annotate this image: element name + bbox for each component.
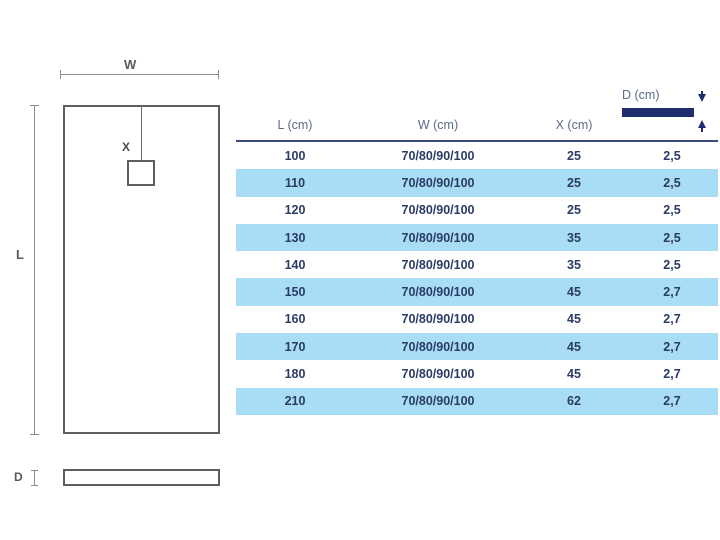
arrow-up-stem <box>701 128 703 132</box>
length-dimension-label: L <box>16 247 25 262</box>
cell-width: 70/80/90/100 <box>354 278 522 306</box>
cell-depth: 2,7 <box>626 360 718 388</box>
cell-depth: 2,5 <box>626 141 718 170</box>
cell-length: 170 <box>236 333 354 361</box>
depth-dimension-label: D <box>14 470 24 484</box>
length-dimension-cap-top <box>30 105 39 106</box>
cell-depth: 2,5 <box>626 196 718 224</box>
depth-bar-graphic <box>622 108 694 117</box>
cell-length: 160 <box>236 305 354 334</box>
cell-depth: 2,5 <box>626 223 718 252</box>
column-header-drain-offset: X (cm) <box>522 114 626 142</box>
width-dimension-line <box>60 74 219 75</box>
width-dimension-cap-right <box>218 70 219 79</box>
drain-offset-leader-line <box>141 106 142 174</box>
depth-dimension-cap-top <box>31 470 38 471</box>
cell-drain-offset: 25 <box>522 196 626 224</box>
cell-length: 180 <box>236 360 354 388</box>
cell-length: 150 <box>236 278 354 306</box>
width-dimension-label: W <box>124 57 137 72</box>
cell-length: 120 <box>236 196 354 224</box>
cell-drain-offset: 45 <box>522 278 626 306</box>
depth-column-label: D (cm) <box>622 88 660 102</box>
cell-width: 70/80/90/100 <box>354 169 522 197</box>
cell-length: 130 <box>236 223 354 252</box>
column-header-width: W (cm) <box>354 114 522 142</box>
cell-width: 70/80/90/100 <box>354 333 522 361</box>
depth-dimension-cap-bottom <box>31 485 38 486</box>
cell-drain-offset: 62 <box>522 387 626 415</box>
cell-depth: 2,7 <box>626 278 718 306</box>
cell-width: 70/80/90/100 <box>354 305 522 334</box>
cell-depth: 2,5 <box>626 169 718 197</box>
length-dimension-cap-bottom <box>30 434 39 435</box>
cell-depth: 2,7 <box>626 333 718 361</box>
depth-dimension-line <box>34 470 35 485</box>
cell-width: 70/80/90/100 <box>354 251 522 279</box>
cell-width: 70/80/90/100 <box>354 223 522 252</box>
technical-drawing: W L X D <box>0 0 236 540</box>
cell-depth: 2,7 <box>626 387 718 415</box>
cell-drain-offset: 45 <box>522 305 626 334</box>
arrow-down-stem <box>701 91 703 95</box>
cell-drain-offset: 35 <box>522 223 626 252</box>
cell-drain-offset: 45 <box>522 333 626 361</box>
cell-length: 100 <box>236 141 354 170</box>
depth-column-indicator: D (cm) <box>622 88 718 136</box>
width-dimension-cap-left <box>60 70 61 79</box>
length-dimension-line <box>34 105 35 434</box>
cell-drain-offset: 45 <box>522 360 626 388</box>
arrow-down-icon <box>698 94 706 102</box>
drain-offset-label: X <box>122 140 131 154</box>
cell-width: 70/80/90/100 <box>354 387 522 415</box>
cell-width: 70/80/90/100 <box>354 141 522 170</box>
cell-length: 140 <box>236 251 354 279</box>
cell-depth: 2,5 <box>626 251 718 279</box>
square-drain-icon <box>127 160 155 186</box>
cell-drain-offset: 25 <box>522 141 626 170</box>
column-header-length: L (cm) <box>236 114 354 142</box>
cell-drain-offset: 25 <box>522 169 626 197</box>
arrow-up-icon <box>698 120 706 128</box>
cell-width: 70/80/90/100 <box>354 196 522 224</box>
cell-length: 110 <box>236 169 354 197</box>
cell-depth: 2,7 <box>626 305 718 334</box>
cell-drain-offset: 35 <box>522 251 626 279</box>
cell-length: 210 <box>236 387 354 415</box>
cell-width: 70/80/90/100 <box>354 360 522 388</box>
shower-tray-side-outline <box>63 469 220 486</box>
